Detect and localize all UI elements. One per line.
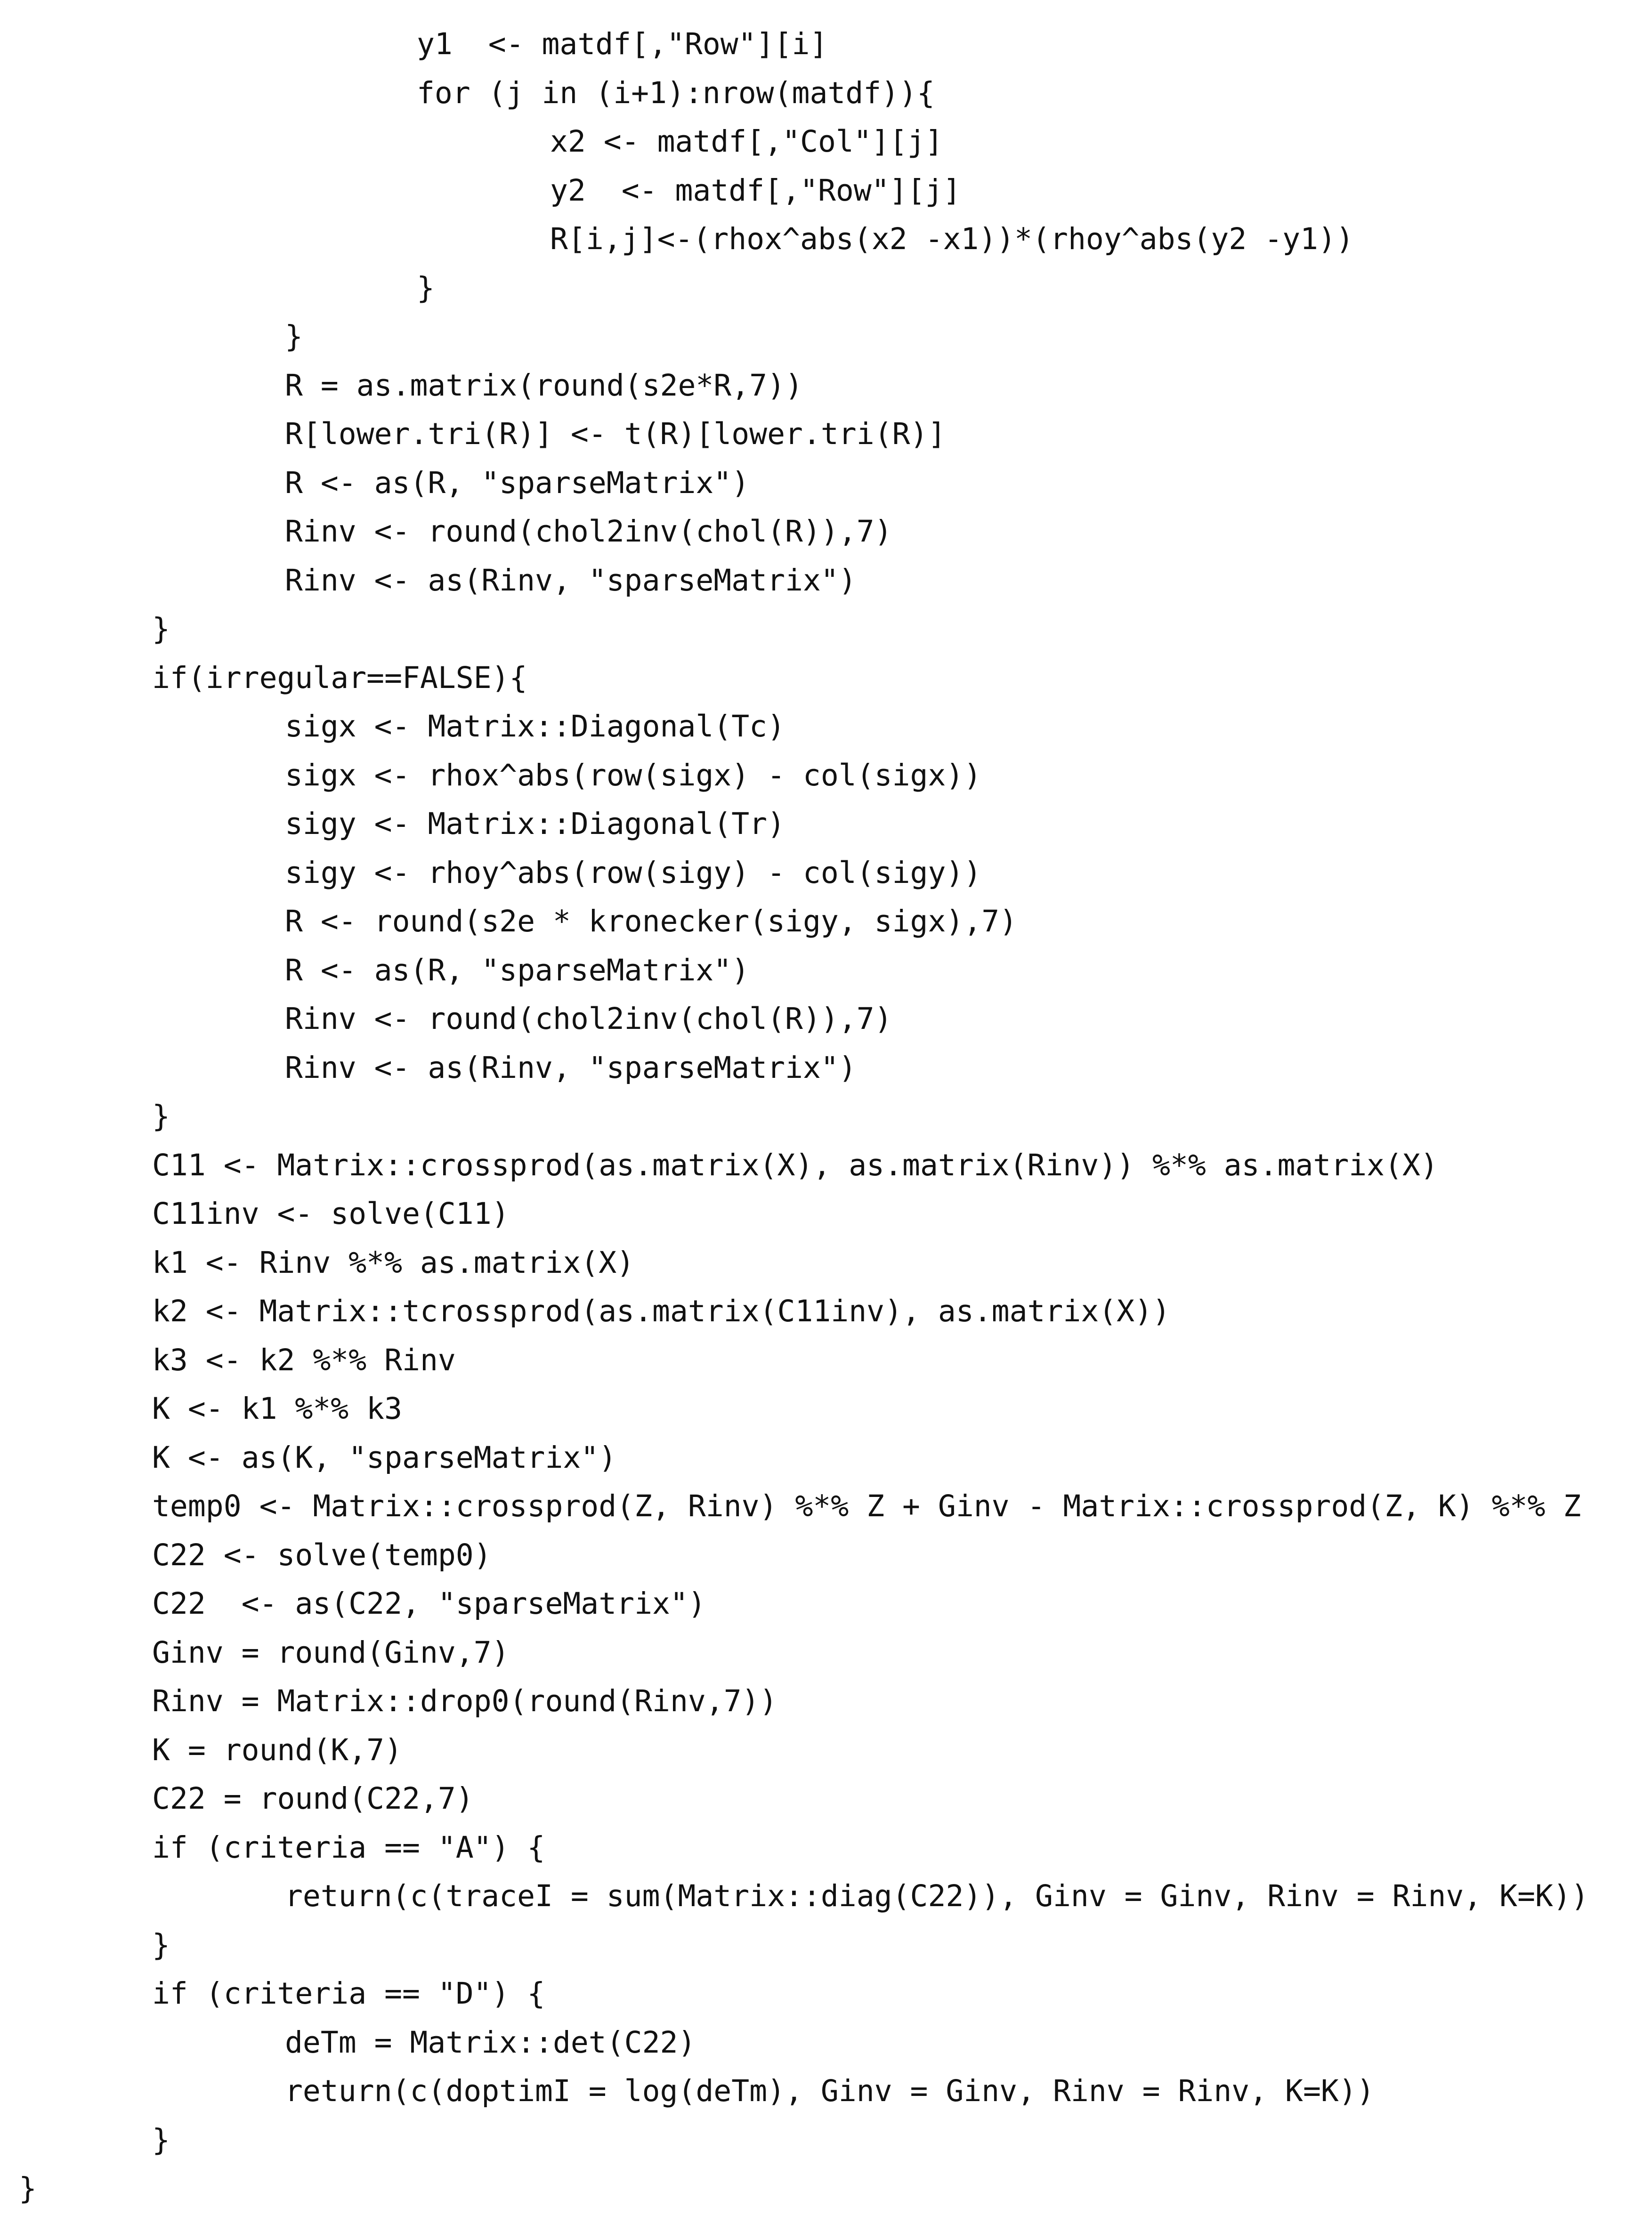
code-line: R[i,j]<-(rhox^abs(x2 -x1))*(rhoy^abs(y2 … <box>550 222 1354 256</box>
code-line: Rinv <- round(chol2inv(chol(R)),7) <box>285 1002 892 1036</box>
code-line: R <- as(R, "sparseMatrix") <box>285 465 750 500</box>
code-line: K = round(K,7) <box>152 1732 403 1767</box>
code-line: Rinv <- as(Rinv, "sparseMatrix") <box>285 563 857 598</box>
code-line: sigy <- rhoy^abs(row(sigy) - col(sigy)) <box>285 855 982 890</box>
code-line: return(c(doptimI = log(deTm), Ginv = Gin… <box>285 2074 1375 2108</box>
code-line: sigx <- rhox^abs(row(sigx) - col(sigx)) <box>285 758 982 793</box>
code-line: } <box>285 319 303 354</box>
code-block: y1 <- matdf[,"Row"][i] for (j in (i+1):nr… <box>0 20 1652 2205</box>
code-line: R[lower.tri(R)] <- t(R)[lower.tri(R)] <box>285 417 946 451</box>
code-line: Rinv = Matrix::drop0(round(Rinv,7)) <box>152 1684 777 1718</box>
code-line: x2 <- matdf[,"Col"][j] <box>550 124 943 159</box>
code-line: K <- as(K, "sparseMatrix") <box>152 1440 617 1475</box>
code-line: if(irregular==FALSE){ <box>152 660 527 695</box>
code-line: } <box>19 2171 37 2205</box>
code-line: temp0 <- Matrix::crossprod(Z, Rinv) %*% … <box>152 1489 1581 1523</box>
code-line: k3 <- k2 %*% Rinv <box>152 1343 456 1377</box>
code-line: if (criteria == "A") { <box>152 1830 545 1865</box>
code-line: if (criteria == "D") { <box>152 1976 545 2011</box>
code-line: R = as.matrix(round(s2e*R,7)) <box>285 368 803 403</box>
code-line: R <- round(s2e * kronecker(sigy, sigx),7… <box>285 904 1018 938</box>
code-line: Rinv <- round(chol2inv(chol(R)),7) <box>285 514 892 549</box>
code-line: C22 = round(C22,7) <box>152 1781 474 1816</box>
code-line: y2 <- matdf[,"Row"][j] <box>550 173 961 208</box>
code-line: Rinv <- as(Rinv, "sparseMatrix") <box>285 1050 857 1085</box>
code-line: sigy <- Matrix::Diagonal(Tr) <box>285 807 786 841</box>
code-line: y1 <- matdf[,"Row"][i] <box>417 27 828 61</box>
code-line: k1 <- Rinv %*% as.matrix(X) <box>152 1245 635 1280</box>
code-line: C11inv <- solve(C11) <box>152 1197 510 1231</box>
code-line: } <box>417 270 435 305</box>
code-line: K <- k1 %*% k3 <box>152 1391 403 1426</box>
code-line: } <box>152 612 170 646</box>
code-line: } <box>152 1927 170 1962</box>
code-line: Ginv = round(Ginv,7) <box>152 1635 510 1670</box>
code-line: } <box>152 1099 170 1133</box>
code-line: sigx <- Matrix::Diagonal(Tc) <box>285 709 786 744</box>
code-line: return(c(traceI = sum(Matrix::diag(C22))… <box>285 1879 1589 1913</box>
code-line: C22 <- as(C22, "sparseMatrix") <box>152 1586 706 1621</box>
code-line: C22 <- solve(temp0) <box>152 1537 492 1572</box>
code-line: k2 <- Matrix::tcrossprod(as.matrix(C11in… <box>152 1294 1170 1328</box>
code-line: C11 <- Matrix::crossprod(as.matrix(X), a… <box>152 1148 1438 1182</box>
code-line: R <- as(R, "sparseMatrix") <box>285 953 750 987</box>
code-line: deTm = Matrix::det(C22) <box>285 2025 696 2060</box>
code-line: } <box>152 2122 170 2157</box>
code-line: for (j in (i+1):nrow(matdf)){ <box>417 75 935 110</box>
